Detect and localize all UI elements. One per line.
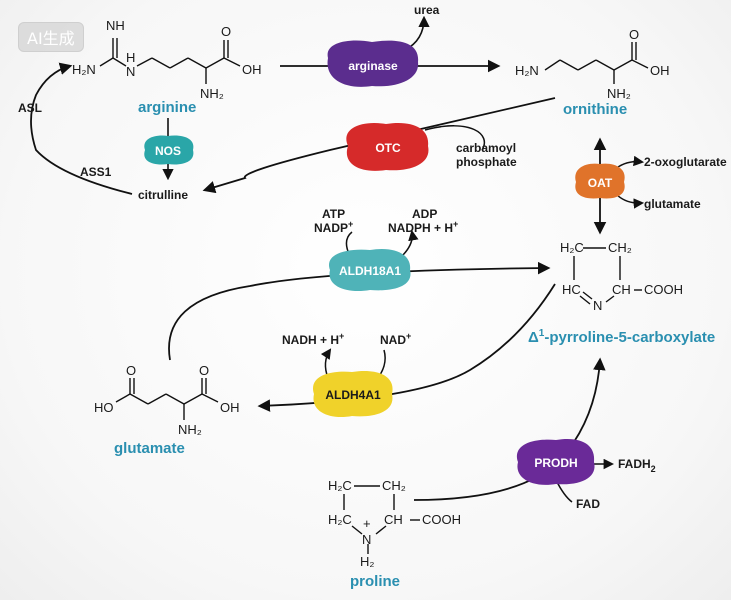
aldh18a1-arrow — [168, 261, 551, 361]
glu-o1-text: O — [126, 363, 136, 378]
arg-h2n-text: H₂N — [72, 62, 96, 77]
carbamoyl-label-1: carbamoyl — [456, 141, 516, 155]
nad-label: NAD+ — [380, 331, 411, 347]
orn-h2n-text: H₂N — [515, 63, 539, 78]
orn-o-text: O — [629, 27, 639, 42]
pro-plus-text: + — [363, 516, 371, 531]
glu-nh2-text: NH₂ — [178, 422, 202, 437]
nos-label: NOS — [155, 144, 181, 158]
pro-ch2-text: CH₂ — [382, 478, 406, 493]
nadp-label: NADP+ — [314, 219, 353, 235]
p5c-ch2-text: CH₂ — [608, 240, 632, 255]
prodh-enzyme — [516, 438, 595, 485]
urea-label: urea — [414, 3, 440, 17]
glu-o2-text: O — [199, 363, 209, 378]
otc-arrow — [202, 97, 556, 194]
arg-n-text: N — [126, 64, 135, 79]
citrulline-label: citrulline — [138, 188, 188, 202]
glutamate-side-arrow — [615, 193, 645, 209]
arg-nh-text: NH — [106, 18, 125, 33]
p5c-h2c-text: H₂C — [560, 240, 584, 255]
p5c-cooh-text: COOH — [644, 282, 683, 297]
adp-arrow — [401, 229, 419, 257]
oat-label: OAT — [588, 176, 613, 190]
arg-o-text: O — [221, 24, 231, 39]
glutamate-label: glutamate — [114, 440, 185, 457]
p5c-n-text: N — [593, 298, 602, 313]
fadh2-label: FADH2 — [618, 457, 656, 474]
glutamate-structure — [115, 378, 219, 420]
prodh-label: PRODH — [534, 456, 577, 470]
arginine-structure — [99, 38, 241, 84]
glu-oh-text: OH — [220, 400, 240, 415]
carbamoyl-label-2: phosphate — [456, 155, 517, 169]
adp-label: ADP — [412, 207, 437, 221]
carbamoyl-phosphate-connector — [424, 125, 485, 151]
pro-ch-text: CH — [384, 512, 403, 527]
otc-enzyme — [346, 122, 429, 171]
p5c-ch-text: CH — [612, 282, 631, 297]
p5c-label: Δ1-pyrroline-5-carboxylate — [528, 328, 715, 346]
aldh18a1-enzyme — [329, 248, 411, 292]
atp-label: ATP — [322, 207, 345, 221]
pro-h2c2-text: H₂C — [328, 512, 352, 527]
otc-label: OTC — [375, 141, 401, 155]
glutamate-side-label: glutamate — [644, 197, 701, 211]
asl-label: ASL — [18, 101, 42, 115]
arginase-label: arginase — [348, 59, 398, 73]
pro-h2-text: H₂ — [360, 554, 374, 569]
aldh4a1-enzyme — [312, 370, 393, 418]
arginase-enzyme — [327, 40, 419, 87]
ass1-label: ASS1 — [80, 165, 112, 179]
orn-nh2-text: NH₂ — [607, 86, 631, 101]
pro-h2c1-text: H₂C — [328, 478, 352, 493]
proline-label: proline — [350, 573, 400, 590]
aldh18a1-label: ALDH18A1 — [339, 264, 401, 278]
fad-label: FAD — [576, 497, 600, 511]
arg-nh2-text: NH₂ — [200, 86, 224, 101]
p5c-hc-text: HC — [562, 282, 581, 297]
oat-enzyme — [575, 163, 625, 199]
p5c-structure — [573, 247, 642, 305]
proline-structure — [343, 485, 420, 554]
nos-enzyme — [144, 135, 194, 165]
nadph-label: NADPH + H+ — [388, 219, 458, 235]
arg-h-text: H — [126, 50, 135, 65]
pro-n-text: N — [362, 532, 371, 547]
aldh4a1-label: ALDH4A1 — [325, 388, 381, 402]
orn-oh-text: OH — [650, 63, 670, 78]
ornithine-label: ornithine — [563, 101, 627, 118]
urea-cycle-return-arrow — [30, 62, 133, 195]
glu-ho-text: HO — [94, 400, 114, 415]
arg-oh-text: OH — [242, 62, 262, 77]
arginine-label: arginine — [138, 99, 196, 116]
pro-cooh-text: COOH — [422, 512, 461, 527]
watermark: AI生成 — [18, 22, 84, 52]
ornithine-structure — [544, 42, 649, 84]
oxoglutarate-label: 2-oxoglutarate — [644, 155, 727, 169]
nadh-label: NADH + H+ — [282, 331, 344, 347]
